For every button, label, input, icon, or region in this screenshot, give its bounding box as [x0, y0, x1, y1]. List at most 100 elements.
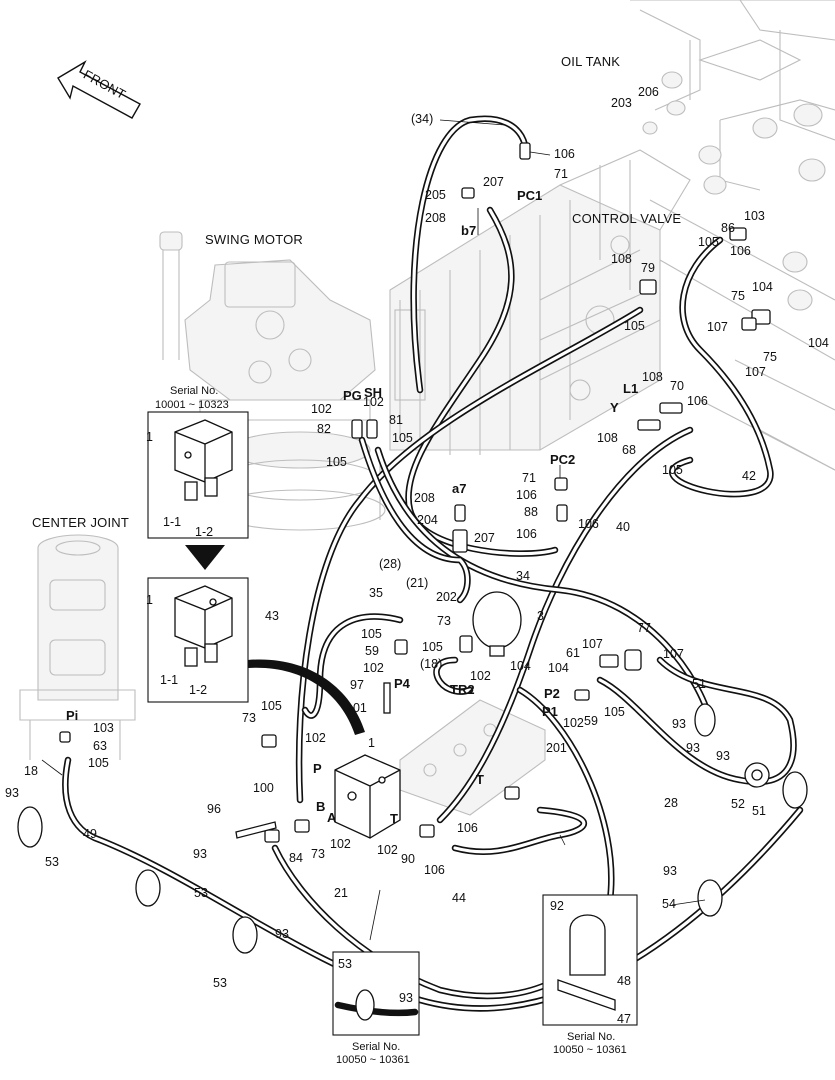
- part-callout: 35: [369, 586, 383, 600]
- part-callout: (21): [406, 576, 428, 590]
- part-callout: 54: [662, 897, 676, 911]
- part-callout: 205: [425, 188, 446, 202]
- part-callout: 103: [93, 721, 114, 735]
- part-callout: 53: [45, 855, 59, 869]
- part-callout: 21: [334, 886, 348, 900]
- inset-4-serial-title: Serial No.: [567, 1031, 615, 1043]
- part-callout: 68: [622, 443, 636, 457]
- swing-motor-label: SWING MOTOR: [205, 232, 303, 247]
- inset-1-sub-label: 1-2: [195, 525, 213, 539]
- part-callout: 106: [730, 244, 751, 258]
- inset-2-sub-label: 1-2: [189, 683, 207, 697]
- part-callout: 88: [524, 505, 538, 519]
- port-label: Pi: [66, 708, 78, 723]
- part-callout: 107: [707, 320, 728, 334]
- part-callout: 106: [578, 517, 599, 531]
- inset-4-serial-range: 10050 ~ 10361: [553, 1044, 627, 1056]
- part-callout: 105: [326, 455, 347, 469]
- part-callout: 204: [417, 513, 438, 527]
- center-joint-label: CENTER JOINT: [32, 515, 129, 530]
- part-callout: 28: [664, 796, 678, 810]
- port-label: T: [476, 772, 484, 787]
- part-callout: 97: [350, 678, 364, 692]
- part-callout: (34): [411, 112, 433, 126]
- part-callout: 70: [670, 379, 684, 393]
- part-callout: 206: [638, 85, 659, 99]
- part-callout: 53: [194, 886, 208, 900]
- port-label: B: [316, 799, 325, 814]
- center-joint-body: [19, 534, 136, 760]
- part-callout: (18): [420, 657, 442, 671]
- part-callout: 71: [522, 471, 536, 485]
- part-callout: (28): [379, 557, 401, 571]
- part-callout: 51: [752, 804, 766, 818]
- part-callout: 106: [554, 147, 575, 161]
- part-callout: 82: [317, 422, 331, 436]
- port-label: T: [390, 811, 398, 826]
- leader-lines: [41, 119, 706, 941]
- part-callout: 105: [698, 235, 719, 249]
- part-callout: 105: [88, 756, 109, 770]
- part-callout: 49: [83, 827, 97, 841]
- part-callout: 53: [213, 976, 227, 990]
- part-callout: 106: [516, 527, 537, 541]
- part-callout: 202: [436, 590, 457, 604]
- part-callout: 105: [422, 640, 443, 654]
- part-callout: 106: [424, 863, 445, 877]
- part-callout: 34: [516, 569, 530, 583]
- inset-box-1: [147, 411, 249, 539]
- part-callout: 73: [311, 847, 325, 861]
- part-callout: 101: [346, 701, 367, 715]
- inset-box-4: [542, 894, 638, 1026]
- part-callout: 77: [637, 621, 651, 635]
- part-callout: 100: [253, 781, 274, 795]
- part-callout: 59: [365, 644, 379, 658]
- part-callout: 108: [642, 370, 663, 384]
- part-callout: 105: [261, 699, 282, 713]
- inset-1-serial-range: 10001 ~ 10323: [155, 399, 229, 411]
- inset-labels: Serial No. 10001 ~ 10323 1 1-1 1-2 1 1-1…: [146, 385, 631, 1066]
- part-callout: 96: [207, 802, 221, 816]
- inset-2-item-label: 1: [146, 593, 153, 607]
- part-callout: 102: [363, 661, 384, 675]
- port-label: b7: [461, 223, 476, 238]
- inset-2-sub-label: 1-1: [160, 673, 178, 687]
- port-label: PG: [343, 388, 362, 403]
- part-callout: 79: [641, 261, 655, 275]
- part-callout: 108: [611, 252, 632, 266]
- part-callout: 104: [808, 336, 829, 350]
- part-callout: 52: [731, 797, 745, 811]
- front-arrow-icon: [57, 60, 141, 119]
- port-label: a7: [452, 481, 466, 496]
- part-callout: 107: [582, 637, 603, 651]
- part-callout: 93: [193, 847, 207, 861]
- part-callout: 108: [597, 431, 618, 445]
- hose-clamps: [17, 703, 808, 954]
- part-callout: 103: [744, 209, 765, 223]
- part-callout: 104: [548, 661, 569, 675]
- port-label: P1: [542, 704, 558, 719]
- inset-3-serial-range: 10050 ~ 10361: [336, 1054, 410, 1066]
- part-callout: 107: [745, 365, 766, 379]
- part-callout: 18: [24, 764, 38, 778]
- part-callout: 106: [516, 488, 537, 502]
- part-callout: 208: [414, 491, 435, 505]
- inset-1-serial-title: Serial No.: [170, 385, 218, 397]
- part-callout: 105: [604, 705, 625, 719]
- part-callout: 104: [510, 659, 531, 673]
- part-callouts: (34) 106 71 207 205 208 203 206 103 86 1…: [5, 85, 829, 990]
- callout-sweep: [248, 659, 365, 735]
- part-callout: 42: [742, 469, 756, 483]
- port-label: A: [327, 810, 337, 825]
- port-label: P: [313, 761, 322, 776]
- port-label: Y: [610, 400, 619, 415]
- part-callout: 102: [563, 716, 584, 730]
- down-arrow-icon: [185, 545, 225, 570]
- part-callout: 93: [275, 927, 289, 941]
- frame-structure-ghost: [618, 0, 835, 471]
- part-callout: 102: [311, 402, 332, 416]
- part-callout: 84: [289, 851, 303, 865]
- part-callout: 93: [663, 864, 677, 878]
- port-label: PC1: [517, 188, 542, 203]
- part-callout: 61: [566, 646, 580, 660]
